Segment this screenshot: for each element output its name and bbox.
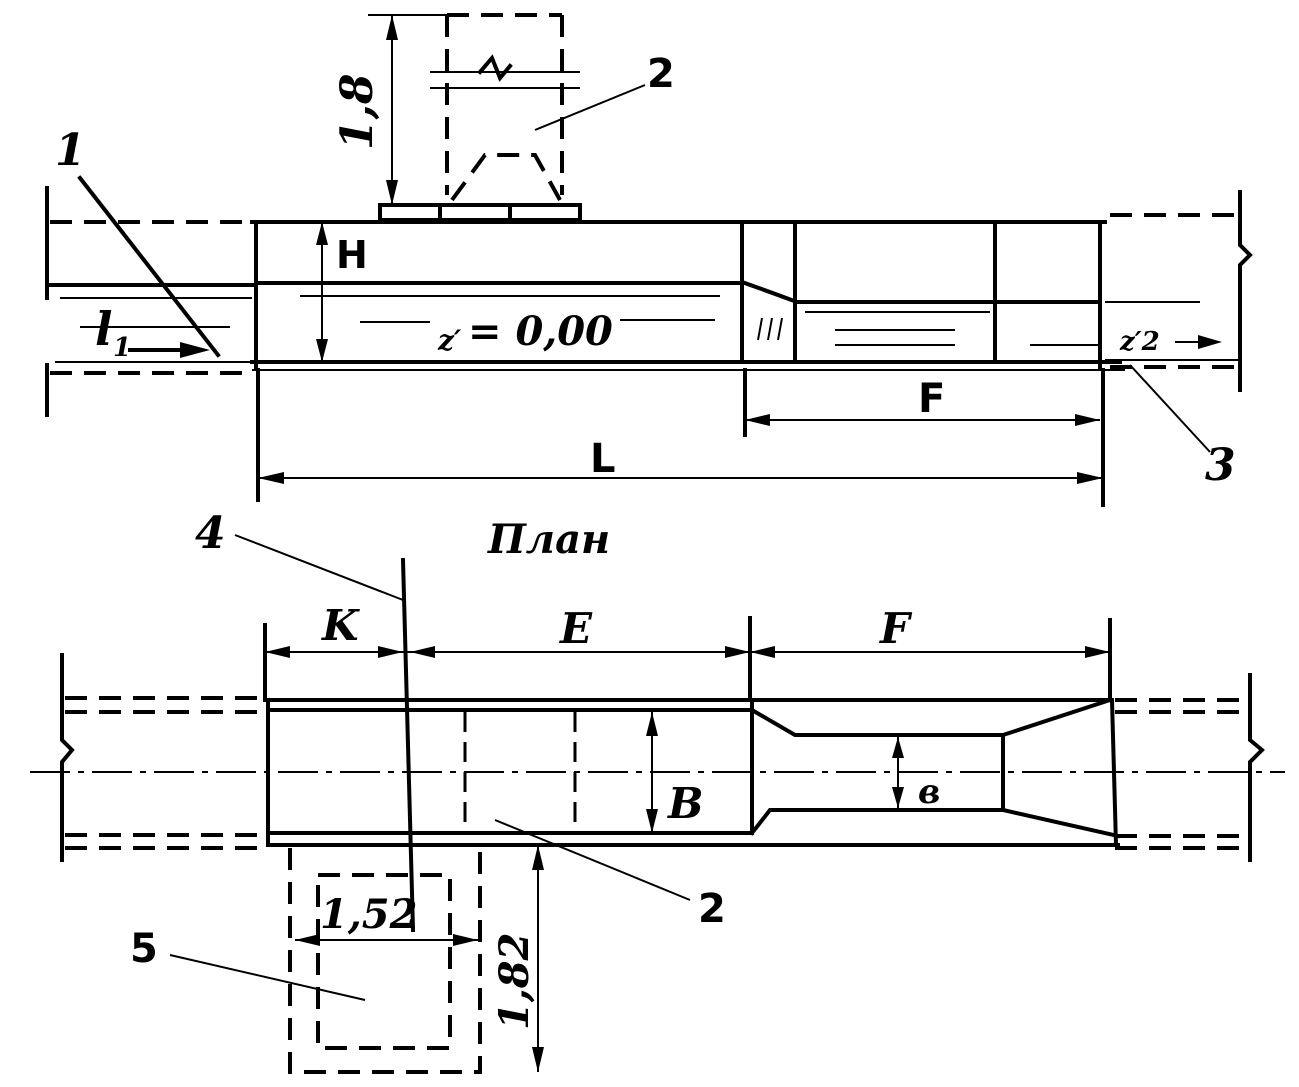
label-height-1-8: 1,8 [332,73,383,150]
right-break-line [1238,190,1253,392]
callout-4: 4 [195,508,226,559]
label-B: B [667,779,704,828]
inlet-flow-arrow [180,342,210,358]
dim-F-section-arrow-left [745,414,770,426]
callout-5: 5 [130,926,158,972]
hydraulic-drop [739,279,1102,304]
callout-2-bottom: 2 [698,886,726,932]
plan-right-break [1248,673,1265,862]
gauge-well-section [378,13,582,222]
plan-left-break [60,653,75,862]
dim-F-section-arrow-right [1075,414,1100,426]
dim-H-arrow-up [316,222,328,245]
callout-1-leader [77,175,221,358]
dim-L-arrow-right [1077,472,1103,484]
plan-diverging-top [1000,697,1113,738]
label-1-82: 1,82 [491,933,538,1030]
dim-H-arrow-down [316,339,328,362]
dim-L-arrow-left [258,472,284,484]
plan-title: План [487,516,610,563]
label-F-section: F [918,376,945,422]
callout-1: 1 [55,125,86,176]
downstream-flow-arrow [1198,335,1222,349]
label-b: в [918,772,940,812]
gauge-well-plan [288,848,482,1074]
label-level-zero: = 0,00 [468,308,613,355]
plan-converging-bottom [749,808,1005,836]
dim-height-top-arrow-up [386,15,398,40]
callout-5-leader [169,954,366,1001]
label-level-z-prime: z′ [437,324,462,357]
callout-3: 3 [1205,440,1236,491]
plan-view: K E F B в 2 4 1,52 1,82 [30,508,1285,1074]
callout-4-leader [234,534,404,601]
label-level-z2: z′2 [1119,327,1160,357]
section-line-4 [400,557,416,933]
plan-converging-top [749,707,1005,737]
turbulence-marks [757,317,783,341]
callout-2-top-leader [534,84,646,131]
label-F-plan: F [879,604,913,653]
label-inlet-l: l [95,302,112,356]
plan-right-end [1109,697,1119,848]
label-1-52: 1,52 [320,891,417,938]
label-K: K [321,601,360,650]
label-L: L [590,436,616,482]
plan-diverging-bottom [1000,807,1121,839]
label-inlet-sub: 1 [113,333,131,363]
callout-3-leader [1129,364,1211,453]
callout-2-top: 2 [647,51,675,97]
label-E: E [559,604,593,653]
section-view: 1,8 H L F z′ = 0,00 z′2 l 1 1 [45,13,1253,507]
callout-2-bottom-leader [494,819,691,901]
dim-height-top-arrow-down [386,180,398,205]
label-H: H [336,233,368,277]
